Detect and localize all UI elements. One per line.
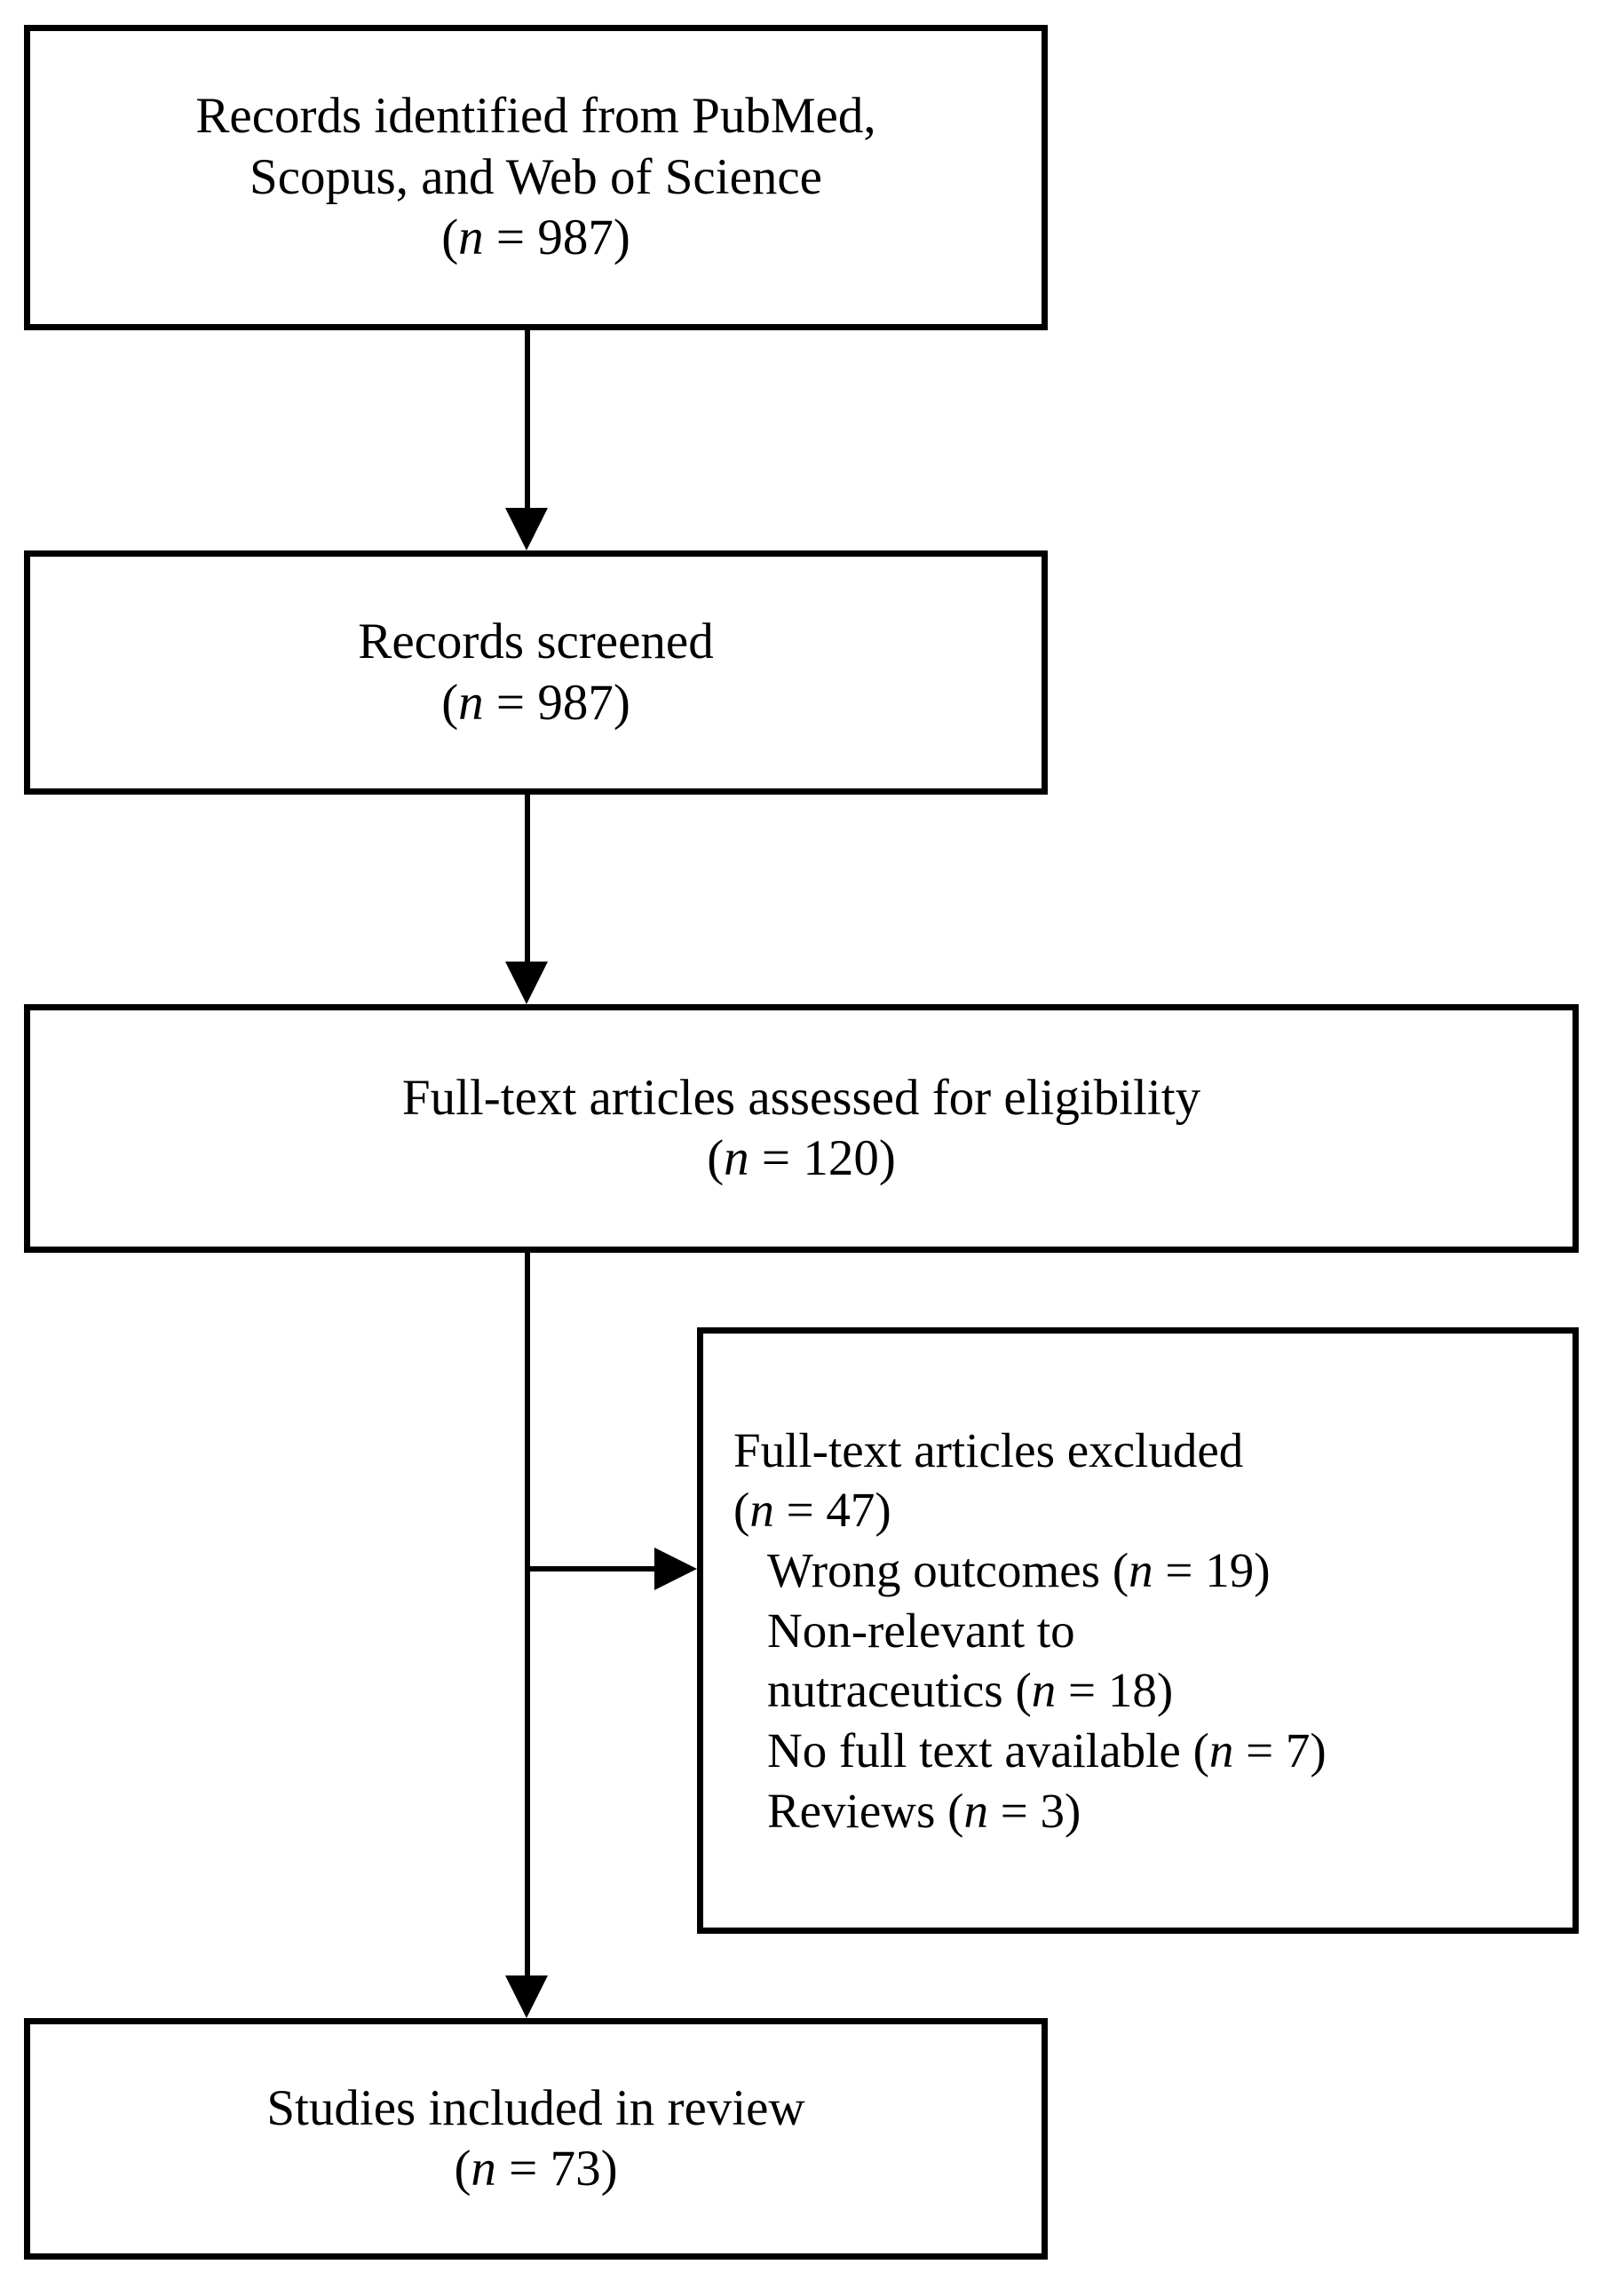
node-records-screened[interactable]: Records screened (n = 987) xyxy=(24,550,1048,795)
paren-open: ( xyxy=(707,1130,725,1186)
connector-screened-to-eligibility-line xyxy=(525,795,530,962)
node-fulltext-excluded[interactable]: Full-text articles excluded (n = 47) Wro… xyxy=(697,1327,1579,1934)
records-screened-line-1: Records screened xyxy=(358,614,714,670)
node-studies-included[interactable]: Studies included in review (n = 73) xyxy=(24,2018,1048,2260)
records-identified-count: (n = 987) xyxy=(441,208,630,268)
paren-close: ) xyxy=(613,674,630,731)
n-symbol: n xyxy=(458,210,484,266)
n-symbol: n xyxy=(724,1130,749,1186)
paren-open: ( xyxy=(454,2141,471,2197)
paren-close: ) xyxy=(1310,1722,1327,1777)
exclusion-reason-non-relevant-line-1: Non-relevant to xyxy=(733,1601,1075,1661)
count-value: 120 xyxy=(803,1130,879,1186)
fulltext-assessed-line-1: Full-text articles assessed for eligibil… xyxy=(401,1069,1201,1126)
n-symbol: n xyxy=(963,1783,989,1838)
paren-close: ) xyxy=(1254,1543,1271,1598)
reason-space xyxy=(1181,1723,1193,1777)
reason-space xyxy=(935,1784,947,1838)
reason-count: 18 xyxy=(1107,1663,1157,1718)
exclusion-reason-reviews: Reviews (n = 3) xyxy=(733,1781,1081,1841)
reason-label: Wrong outcomes xyxy=(767,1543,1101,1598)
exclusion-reason-nutraceutics: nutraceutics (n = 18) xyxy=(733,1660,1173,1721)
reason-label: Non-relevant to xyxy=(767,1603,1075,1658)
equals-sign: = xyxy=(749,1130,804,1186)
exclusion-reason-wrong-outcomes: Wrong outcomes (n = 19) xyxy=(733,1540,1271,1601)
reason-count: 3 xyxy=(1040,1783,1065,1838)
n-symbol: n xyxy=(1031,1663,1057,1718)
studies-included-line-1: Studies included in review xyxy=(266,2079,805,2136)
paren-open: ( xyxy=(733,1483,750,1538)
reason-space xyxy=(1003,1663,1016,1717)
paren-close: ) xyxy=(613,210,630,266)
connector-identified-to-screened-line xyxy=(525,330,530,511)
reason-count: 7 xyxy=(1285,1722,1311,1777)
paren-open: ( xyxy=(1192,1722,1209,1777)
equals-sign: = xyxy=(1153,1543,1206,1598)
connector-eligibility-to-included-arrowhead-icon xyxy=(505,1975,548,2018)
records-identified-line-2: Scopus, and Web of Science xyxy=(250,148,822,205)
equals-sign: = xyxy=(483,674,538,731)
paren-close: ) xyxy=(600,2141,618,2197)
studies-included-count: (n = 73) xyxy=(454,2139,617,2199)
n-symbol: n xyxy=(1129,1543,1153,1598)
equals-sign: = xyxy=(988,1783,1041,1838)
connector-eligibility-to-included-line xyxy=(525,1253,530,1975)
paren-open: ( xyxy=(947,1783,964,1838)
equals-sign: = xyxy=(1233,1722,1286,1777)
count-value: 47 xyxy=(826,1483,875,1538)
paren-open: ( xyxy=(1015,1663,1032,1718)
paren-open: ( xyxy=(1112,1543,1129,1598)
reason-label: Reviews xyxy=(767,1783,936,1838)
paren-close: ) xyxy=(875,1483,891,1538)
connector-screened-to-eligibility-arrowhead-icon xyxy=(505,962,548,1004)
n-symbol: n xyxy=(749,1483,774,1538)
n-symbol: n xyxy=(458,674,484,731)
connector-eligibility-to-excluded-line xyxy=(525,1566,660,1572)
exclusion-reason-no-full-text: No full text available (n = 7) xyxy=(733,1721,1327,1781)
connector-identified-to-screened-arrowhead-icon xyxy=(505,508,548,550)
equals-sign: = xyxy=(495,2141,551,2197)
reason-count: 19 xyxy=(1205,1543,1255,1598)
node-records-identified[interactable]: Records identified from PubMed, Scopus, … xyxy=(24,25,1048,330)
records-identified-line-1: Records identified from PubMed, xyxy=(195,88,876,145)
fulltext-excluded-heading: Full-text articles excluded xyxy=(733,1422,1244,1477)
reason-label: No full text available xyxy=(767,1722,1181,1777)
reason-space xyxy=(1100,1543,1113,1597)
equals-sign: = xyxy=(483,210,538,266)
paren-close: ) xyxy=(878,1130,896,1186)
reason-label: nutraceutics xyxy=(767,1663,1003,1718)
paren-open: ( xyxy=(441,674,459,731)
equals-sign: = xyxy=(1056,1663,1108,1718)
n-symbol: n xyxy=(471,2141,496,2197)
fulltext-excluded-count: (n = 47) xyxy=(733,1480,891,1540)
paren-close: ) xyxy=(1156,1663,1174,1718)
paren-close: ) xyxy=(1065,1783,1081,1838)
connector-eligibility-to-excluded-arrowhead-icon xyxy=(654,1548,697,1590)
count-value: 987 xyxy=(537,210,614,266)
n-symbol: n xyxy=(1208,1722,1234,1777)
count-value: 987 xyxy=(537,674,614,731)
paren-open: ( xyxy=(441,210,459,266)
fulltext-assessed-count: (n = 120) xyxy=(707,1128,896,1189)
count-value: 73 xyxy=(550,2141,601,2197)
node-fulltext-assessed[interactable]: Full-text articles assessed for eligibil… xyxy=(24,1004,1579,1253)
records-screened-count: (n = 987) xyxy=(441,673,630,733)
equals-sign: = xyxy=(773,1483,827,1538)
